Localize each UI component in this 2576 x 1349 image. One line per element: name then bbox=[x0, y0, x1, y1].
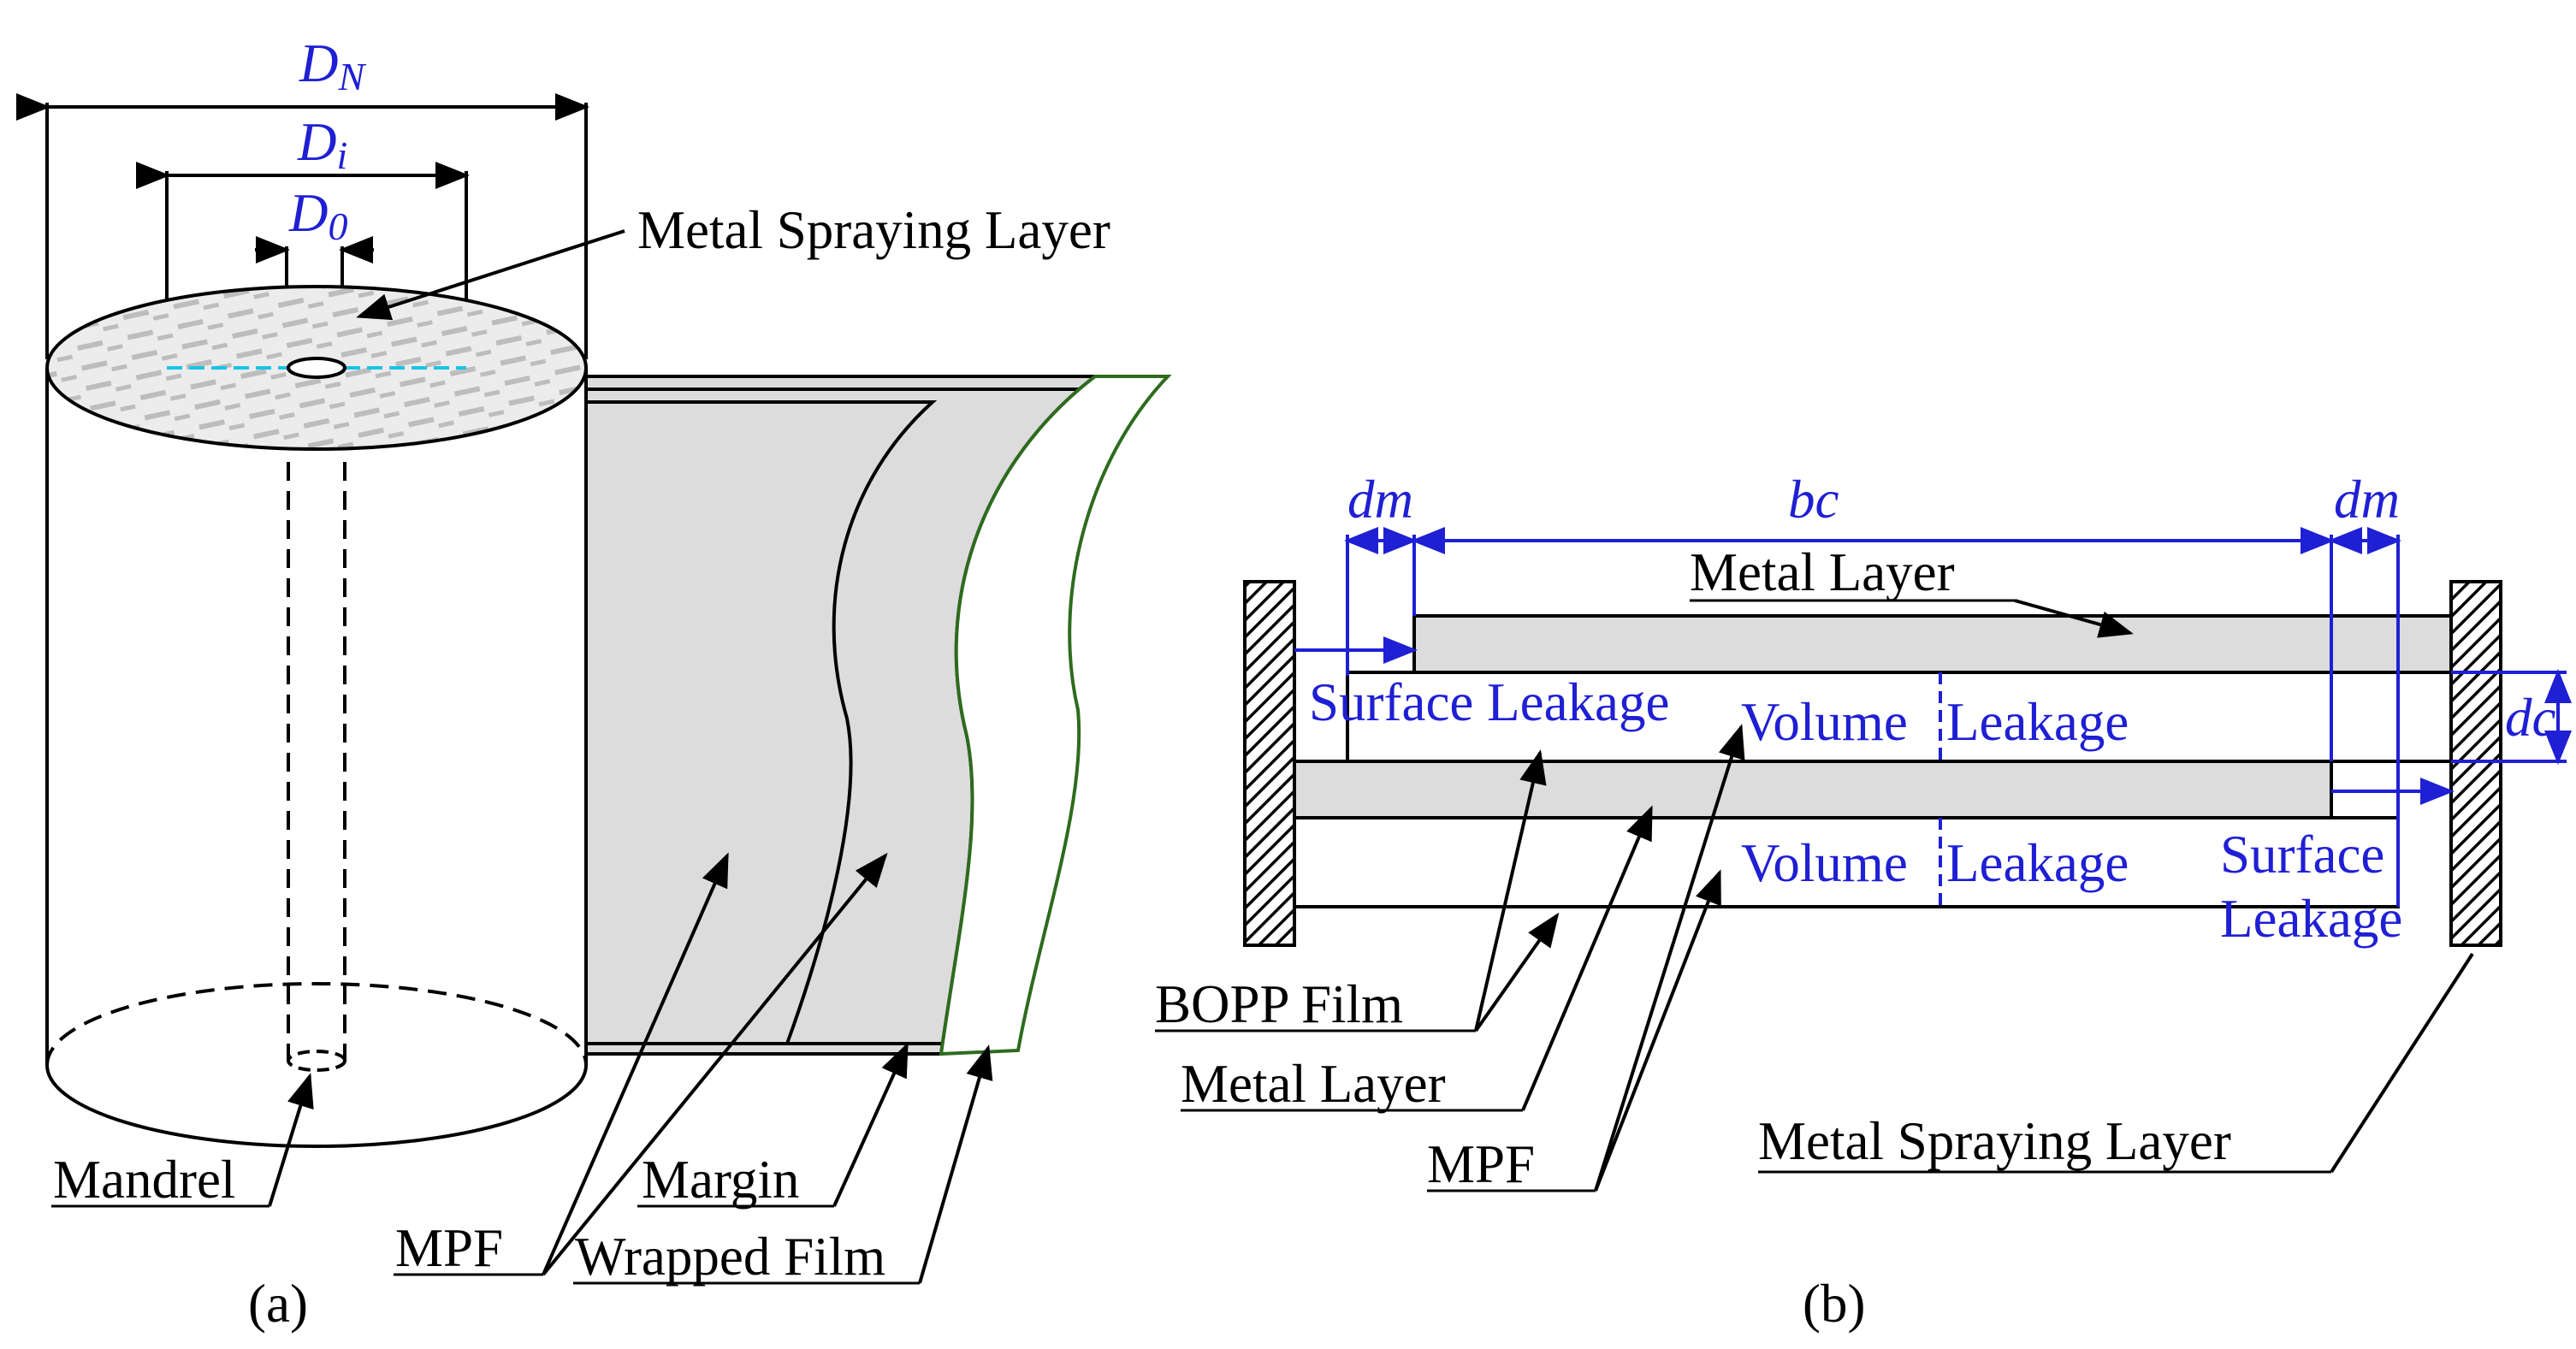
metal-spraying-left bbox=[1243, 580, 1296, 947]
mandrel-hole bbox=[287, 357, 346, 379]
dimension-dc: dc bbox=[2451, 669, 2572, 765]
dc-label: dc bbox=[2505, 688, 2556, 748]
caption-a: (a) bbox=[248, 1274, 308, 1334]
label-metal-spraying-layer-b: Metal Spraying Layer bbox=[1758, 1111, 2231, 1171]
caption-b: (b) bbox=[1803, 1274, 1865, 1334]
bopp-film-lower bbox=[1293, 816, 2400, 908]
dm-right-label: dm bbox=[2334, 470, 2400, 530]
label-surface-leakage-upper: Surface Leakage bbox=[1309, 672, 1669, 732]
dimension-bc: bc bbox=[1411, 470, 2335, 761]
capacitor-cylinder bbox=[45, 285, 588, 1148]
metal-spraying-right bbox=[2449, 580, 2502, 947]
dimension-dm-right: dm bbox=[2328, 470, 2455, 907]
dimension-dn: DN bbox=[16, 33, 589, 359]
label-metal-layer-top: Metal Layer bbox=[1690, 542, 1955, 602]
label-mpf-b: MPF bbox=[1427, 1134, 1535, 1194]
mpf-film-mid bbox=[584, 400, 938, 1045]
bc-label: bc bbox=[1788, 470, 1839, 530]
dn-label: DN bbox=[299, 33, 367, 98]
label-bopp-film: BOPP Film bbox=[1155, 974, 1403, 1034]
di-label: Di bbox=[297, 112, 347, 177]
panel-a: DN Di D0 bbox=[16, 33, 1172, 1334]
metal-layer-bottom-strip bbox=[1293, 760, 2333, 819]
label-mandrel: Mandrel bbox=[53, 1150, 235, 1210]
label-leakage-lower: Leakage bbox=[1946, 833, 2129, 893]
label-metal-spraying-layer: Metal Spraying Layer bbox=[637, 200, 1110, 260]
dm-left-label: dm bbox=[1347, 470, 1413, 530]
label-margin: Margin bbox=[642, 1150, 799, 1210]
panel-b: dm bc dm dc Surface Leakage Volume Leaka… bbox=[1155, 470, 2572, 1334]
label-mpf-a: MPF bbox=[395, 1218, 503, 1278]
label-volume-lower: Volume bbox=[1741, 833, 1908, 893]
label-leakage-upper: Leakage bbox=[1946, 692, 2129, 752]
bopp-film-upper bbox=[1346, 671, 2453, 763]
label-volume-upper: Volume bbox=[1741, 692, 1908, 752]
unrolled-films bbox=[584, 375, 1172, 1056]
label-surface-lower-1: Surface bbox=[2220, 825, 2384, 885]
metal-layer-top-strip bbox=[1412, 614, 2453, 674]
dimension-dm-left: dm bbox=[1294, 470, 1418, 676]
label-metal-layer-bottom: Metal Layer bbox=[1181, 1054, 1446, 1114]
label-surface-lower-2: Leakage bbox=[2220, 889, 2402, 949]
d0-label: D0 bbox=[288, 183, 348, 248]
label-wrapped-film: Wrapped Film bbox=[575, 1227, 885, 1287]
